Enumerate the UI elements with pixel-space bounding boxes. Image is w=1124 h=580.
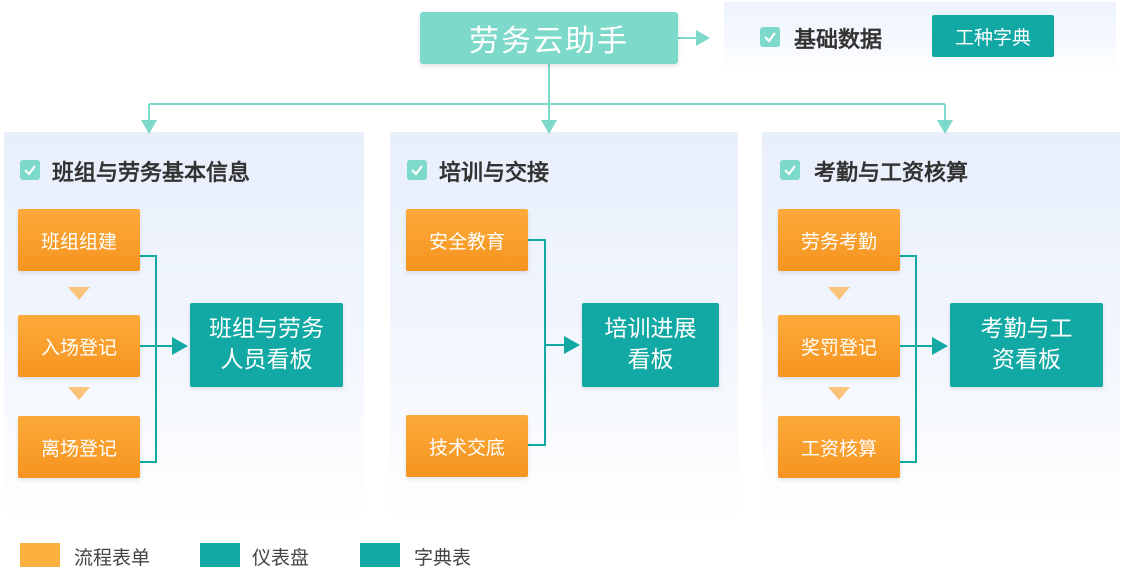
dashboard-attendance-wage[interactable]: 考勤与工 资看板 [950, 303, 1103, 387]
legend-label-form: 流程表单 [74, 547, 151, 569]
flow-down-arrow [68, 287, 90, 300]
section-training-title: 培训与交接 [439, 161, 550, 186]
step-safety-education[interactable]: 安全教育 [406, 209, 528, 271]
root-node[interactable]: 劳务云助手 [420, 12, 678, 64]
legend-label-dictionary: 字典表 [414, 547, 472, 569]
bracket-team-1 [140, 255, 157, 346]
step-entry-register[interactable]: 入场登记 [18, 315, 140, 377]
section-attendance-check-icon [780, 160, 800, 180]
branch-right-arrow [937, 120, 953, 134]
base-data-title: 基础数据 [794, 28, 883, 53]
step-exit-register[interactable]: 离场登记 [18, 416, 140, 478]
section-team-check-icon [20, 160, 40, 180]
arrow-training-dashboard [564, 336, 580, 354]
dashboard-team-staff[interactable]: 班组与劳务 人员看板 [190, 303, 343, 387]
step-team-build[interactable]: 班组组建 [18, 209, 140, 271]
bracket-training-1 [528, 239, 546, 345]
step-reward-penalty[interactable]: 奖罚登记 [778, 315, 900, 377]
section-team-title: 班组与劳务基本信息 [52, 161, 251, 186]
legend-swatch-dictionary [360, 543, 400, 567]
dashboard-line: 班组与劳务 [209, 316, 324, 342]
root-to-base-arrow [696, 30, 710, 46]
dashboard-line: 资看板 [992, 347, 1061, 373]
bracket-attendance-1 [900, 255, 917, 346]
flow-down-arrow [68, 387, 90, 400]
bracket-attendance-3 [900, 346, 917, 463]
dashboard-line: 看板 [627, 347, 674, 373]
arrow-team-dashboard [172, 337, 188, 355]
arrow-attendance-dashboard [932, 337, 948, 355]
branch-mid-arrow [541, 120, 557, 134]
job-dictionary-button[interactable]: 工种字典 [932, 15, 1054, 57]
step-labor-attendance[interactable]: 劳务考勤 [778, 209, 900, 271]
base-data-check-icon [760, 27, 780, 47]
bracket-training-2 [528, 345, 546, 446]
step-wage-calculation[interactable]: 工资核算 [778, 416, 900, 478]
dashboard-line: 人员看板 [220, 347, 313, 373]
legend-swatch-form [20, 543, 60, 567]
root-label: 劳务云助手 [469, 24, 629, 59]
step-technical-handover[interactable]: 技术交底 [406, 415, 528, 477]
branch-left-arrow [141, 120, 157, 134]
section-training-check-icon [407, 160, 427, 180]
bracket-team-3 [140, 346, 157, 463]
legend-label-dashboard: 仪表盘 [252, 547, 310, 569]
flow-down-arrow [828, 287, 850, 300]
legend-swatch-dashboard [200, 543, 240, 567]
section-attendance-title: 考勤与工资核算 [814, 161, 969, 186]
dashboard-training-progress[interactable]: 培训进展 看板 [582, 303, 719, 387]
dashboard-line: 培训进展 [604, 316, 697, 342]
dashboard-line: 考勤与工 [980, 316, 1073, 342]
flow-down-arrow [828, 387, 850, 400]
